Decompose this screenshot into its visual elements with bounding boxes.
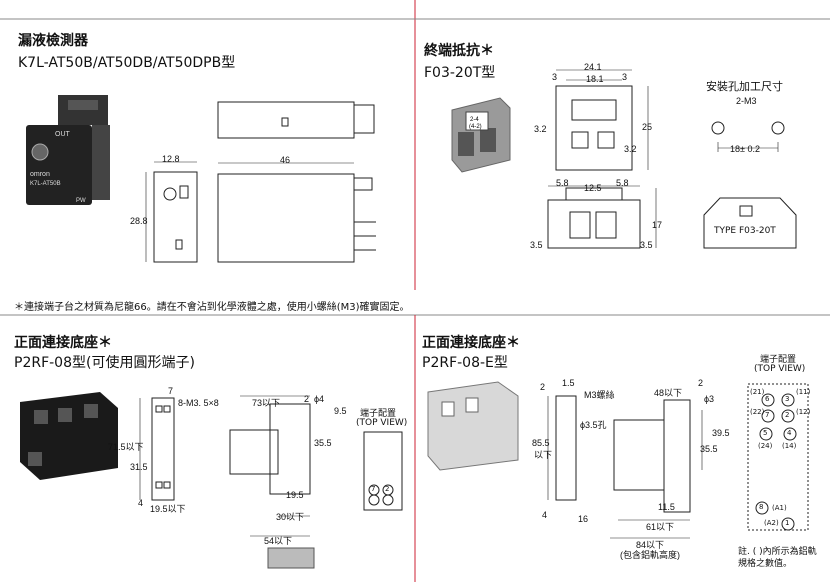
- p2rf08-dim-hole-offset: 9.5: [334, 406, 347, 416]
- k7l-photo-out: OUT: [55, 131, 71, 138]
- f03-dim-foot-left: 3.5: [530, 240, 543, 250]
- material-note: ＊連接端子台之材質為尼龍66。請在不會沾到化學液體之處，使用小螺絲(M3)確實固…: [14, 302, 410, 313]
- p2rf08-terminal-sub: (TOP VIEW): [356, 418, 408, 428]
- f03-dim-front-right: 5.8: [616, 178, 629, 188]
- p2rf08e-dim-base: 16: [578, 514, 589, 524]
- p2rf08-dim-length: 73以下: [252, 398, 281, 408]
- p2rf08-dim-mount: 31.5: [130, 462, 148, 472]
- p2rf08e-terminal-4: 4: [787, 429, 792, 437]
- p2rf08e-dim-hole-pitch: 39.5: [712, 428, 730, 438]
- p2rf08e-dim-length: 48以下: [654, 388, 683, 398]
- p2rf08e-terminal-12: (12): [796, 408, 811, 416]
- p2rf08-terminal-title: 端子配置: [360, 409, 397, 419]
- f03-photo: 2-4 (4-2): [451, 97, 511, 173]
- k7l-photo-pw: PW: [76, 198, 86, 204]
- f03-dim-height: 17: [652, 220, 663, 230]
- f03-dim-width: 24.1: [584, 62, 602, 72]
- f03-type-label: TYPE F03-20T: [714, 226, 776, 236]
- p2rf08-dim-width: 19.5以下: [150, 504, 186, 514]
- p2rf08-terminal-7: 7: [371, 485, 376, 493]
- p2rf08e-terminal-a2: (A2): [764, 519, 779, 527]
- p2rf08e-terminal-1: 1: [785, 519, 790, 527]
- p2rf08e-terminal-title: 端子配置: [760, 355, 797, 365]
- p2rf08-dim-hole-pitch: 35.5: [314, 438, 332, 448]
- p2rf08e-dim-total: 84以下: [636, 540, 665, 550]
- p2rf08-dim-top-gap: 2: [304, 394, 310, 404]
- k7l-model: K7L-AT50B/AT50DB/AT50DPB型: [18, 55, 236, 71]
- p2rf08e-terminal-3: 3: [785, 395, 790, 403]
- p2rf08e-terminal-24: (24): [758, 442, 773, 450]
- p2rf08e-terminal-7: 7: [765, 411, 770, 419]
- f03-dim-front-left: 5.8: [556, 178, 569, 188]
- f03-mount-pitch: 18± 0.2: [730, 144, 760, 154]
- p2rf08-model: P2RF-08型(可使用圓形端子): [14, 355, 195, 371]
- p2rf08-dim-screws: 8-M3. 5×8: [178, 398, 219, 408]
- p2rf08e-dim-top-offset: 2: [698, 378, 704, 388]
- p2rf08e-dim-hole-dia: ϕ3: [704, 394, 715, 404]
- k7l-photo-brand: omron: [30, 171, 50, 178]
- k7l-photo-model: K7L-AT50B: [30, 181, 61, 187]
- p2rf08e-dim-height: 85.5: [532, 438, 550, 448]
- f03-mount-hole: 2-M3: [736, 96, 757, 106]
- k7l-photo: OUT omron K7L-AT50B PW: [26, 95, 110, 205]
- p2rf08-dim-depth: 30以下: [276, 512, 305, 522]
- p2rf08-dim-pitch: 7: [168, 386, 174, 396]
- p2rf08e-dim-height-suffix: 以下: [534, 450, 553, 460]
- f03-dim-right-offset: 3: [622, 72, 628, 82]
- p2rf08e-dim-foot: 4: [542, 510, 548, 520]
- p2rf08e-dim-top-gap: 2: [540, 382, 546, 392]
- f03-photo-label-a: 2-4: [470, 117, 479, 123]
- p2rf08e-terminal-5: 5: [763, 429, 768, 437]
- p2rf08e-dim-hole: ϕ3.5孔: [580, 420, 607, 430]
- p2rf08-photo: [20, 392, 118, 480]
- k7l-dim-height: 28.8: [130, 216, 148, 226]
- p2rf08e-footnote: 註. ( )內所示為鋁軌規格之數值。: [738, 547, 817, 569]
- k7l-title: 漏液檢測器: [18, 33, 88, 49]
- f03-dim-foot-right: 3.5: [640, 240, 653, 250]
- f03-dim-front-mid: 12.5: [584, 183, 602, 193]
- p2rf08e-terminal-sub: (TOP VIEW): [754, 364, 806, 374]
- f03-dim-depth: 25: [642, 122, 653, 132]
- p2rf08-title: 正面連接底座＊: [14, 335, 112, 351]
- k7l-dim-width: 12.8: [162, 154, 180, 164]
- p2rf08e-terminal-21: (21): [750, 388, 765, 396]
- f03-title: 終端抵抗＊: [424, 43, 494, 59]
- p2rf08e-dim-total-note: (包含鋁軌高度): [620, 550, 680, 560]
- p2rf08e-model: P2RF-08-E型: [422, 355, 508, 371]
- f03-photo-label-b: (4-2): [469, 124, 482, 130]
- p2rf08e-photo: [427, 381, 519, 471]
- f03-dim-pitch: 18.1: [586, 74, 604, 84]
- p2rf08-dim-foot: 4: [138, 498, 144, 508]
- p2rf08e-dim-mount-pitch: 35.5: [700, 444, 718, 454]
- p2rf08e-terminal-a1: (A1): [772, 504, 787, 512]
- f03-mount-title: 安裝孔加工尺寸: [706, 80, 783, 93]
- p2rf08e-terminal-6: 6: [765, 395, 770, 403]
- f03-model: F03-20T型: [424, 65, 496, 81]
- p2rf08e-dim-pitch: 1.5: [562, 378, 575, 388]
- f03-dim-right-margin: 3.2: [624, 144, 637, 154]
- k7l-dim-length: 46: [280, 155, 291, 165]
- p2rf08e-title: 正面連接底座＊: [422, 335, 520, 351]
- p2rf08e-dim-rail: 11.5: [658, 502, 675, 512]
- p2rf08-dim-hole: ϕ4: [314, 394, 325, 404]
- f03-dim-left-margin: 3.2: [534, 124, 547, 134]
- p2rf08e-dim-screw: M3螺絲: [584, 390, 615, 400]
- p2rf08e-terminal-2: 2: [785, 411, 790, 419]
- p2rf08-dim-total: 54以下: [264, 536, 293, 546]
- p2rf08e-terminal-14: (14): [782, 442, 797, 450]
- f03-dim-left-offset: 3: [552, 72, 558, 82]
- p2rf08-dim-base: 19.5: [286, 490, 304, 500]
- p2rf08e-dim-depth: 61以下: [646, 522, 675, 532]
- p2rf08e-terminal-11: (11): [796, 388, 811, 396]
- p2rf08-dim-height: 71.5以下: [108, 442, 144, 452]
- p2rf08e-terminal-8: 8: [759, 503, 764, 511]
- p2rf08e-terminal-22: (22): [750, 408, 765, 416]
- p2rf08-terminal-2: 2: [385, 485, 390, 493]
